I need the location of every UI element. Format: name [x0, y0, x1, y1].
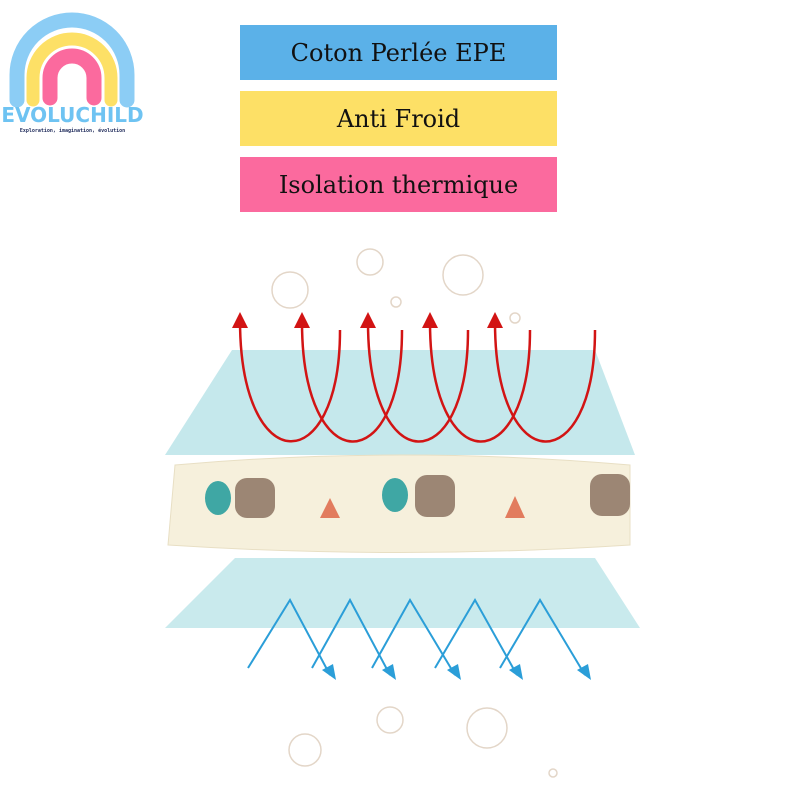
brand-tagline: Exploration, imagination, évolution: [19, 128, 126, 134]
rainbow-logo-icon: [9, 12, 135, 108]
bottom-film-layer: [165, 558, 640, 628]
cold-arrows: [247, 597, 586, 676]
top-film-layer: [165, 350, 635, 455]
label-anti-froid: Anti Froid: [240, 91, 557, 146]
heat-arrows: [238, 319, 597, 443]
heat-arrowheads: [232, 312, 503, 328]
brand-name: EVOLUCHILD: [1, 103, 144, 127]
cold-arrowheads: [322, 664, 591, 680]
label-coton-perlee: Coton Perlée EPE: [240, 25, 557, 80]
mat-print: [205, 474, 630, 518]
bubbles: [271, 248, 558, 778]
label-isolation: Isolation thermique: [240, 157, 557, 212]
mat-layers-illustration: [165, 248, 640, 778]
